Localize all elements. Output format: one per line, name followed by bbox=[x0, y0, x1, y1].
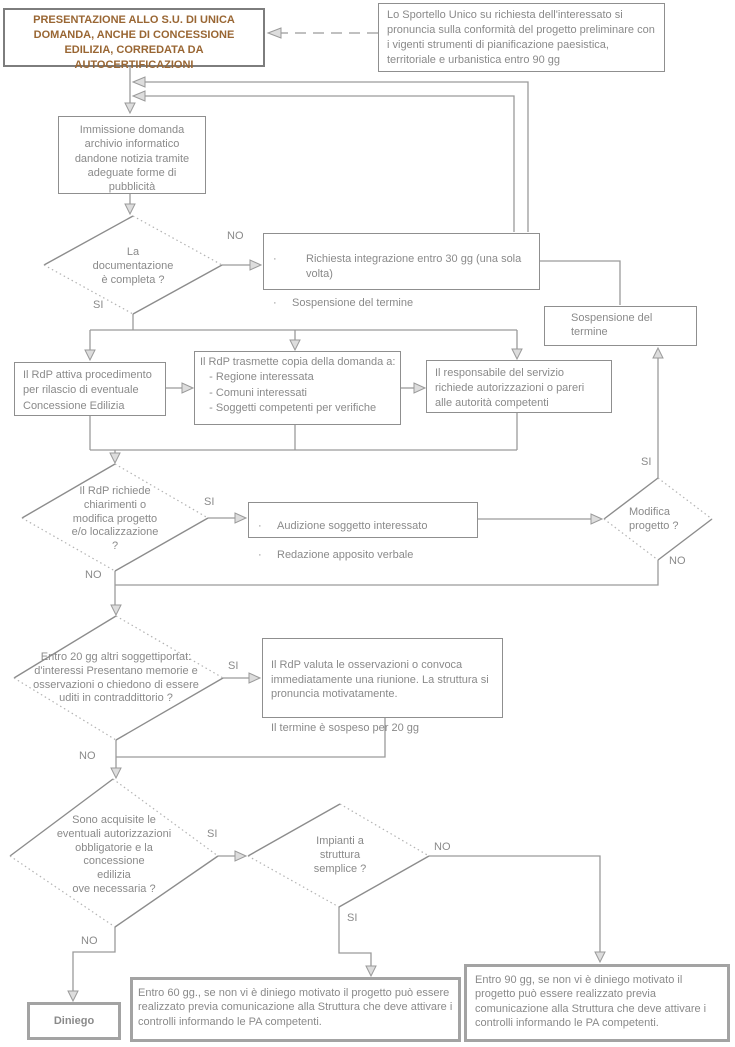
decision-entro-20-gg: Entro 20 gg altri soggettiportat: d'inte… bbox=[33, 651, 199, 705]
label-si-chiarimenti: SI bbox=[204, 496, 215, 508]
bullet-item: · Audizione soggetto interessato bbox=[249, 519, 477, 534]
label-no-modifica: NO bbox=[669, 555, 686, 567]
bullet-icon: · bbox=[258, 520, 262, 533]
arrowheads bbox=[67, 27, 664, 1003]
node-rdp-valuta-osservazioni: Il RdP valuta le osservazioni o convoca … bbox=[262, 638, 503, 734]
label-no-chiarimenti: NO bbox=[85, 569, 102, 581]
label-si-impianti: SI bbox=[347, 912, 358, 924]
node-entro-90-gg: Entro 90 gg, se non vi è diniego motivat… bbox=[464, 964, 730, 1042]
rdp-valuta-note: Il termine è sospeso per 20 gg bbox=[271, 722, 419, 735]
node-diniego: Diniego bbox=[27, 1002, 121, 1040]
rdp-valuta-text: Il RdP valuta le osservazioni o convoca … bbox=[271, 659, 489, 700]
decision-diamonds bbox=[9, 215, 713, 928]
node-presentazione-domanda: PRESENTAZIONE ALLO S.U. DI UNICA DOMANDA… bbox=[3, 8, 265, 71]
node-richiesta-integrazione: · Richiesta integrazione entro 30 gg (un… bbox=[263, 233, 540, 309]
node-audizione-verbale: · Audizione soggetto interessato · Redaz… bbox=[248, 502, 478, 561]
label-si-acquisite: SI bbox=[207, 828, 218, 840]
bullet-text: Audizione soggetto interessato bbox=[277, 520, 428, 533]
decision-rdp-richiede-chiarimenti: Il RdP richiede chiarimenti o modifica p… bbox=[71, 485, 159, 552]
bullet-icon: · bbox=[258, 549, 262, 562]
bullet-text: Richiesta integrazione entro 30 gg (una … bbox=[306, 253, 522, 281]
bullet-item: · Richiesta integrazione entro 30 gg (un… bbox=[264, 252, 539, 282]
decision-documentazione-completa: La documentazione è completa ? bbox=[92, 246, 174, 286]
label-no-entro20: NO bbox=[79, 750, 96, 762]
node-immissione-domanda: Immissione domanda archivio informatico … bbox=[58, 116, 206, 194]
node-sportello-unico: Lo Sportello Unico su richiesta dell'int… bbox=[378, 3, 665, 72]
decision-autorizzazioni-acquisite: Sono acquisite le eventuali autorizzazio… bbox=[56, 814, 172, 895]
node-sospensione-termine: Sospensione del termine bbox=[544, 306, 697, 346]
bullet-item: · Redazione apposito verbale bbox=[249, 548, 477, 563]
connector-lines bbox=[72, 32, 659, 993]
label-si-documentazione: SI bbox=[93, 299, 104, 311]
label-no-impianti: NO bbox=[434, 841, 451, 853]
node-rdp-trasmette-copia: Il RdP trasmette copia della domanda a: … bbox=[194, 351, 401, 425]
node-rdp-attiva-procedimento: Il RdP attiva procedimento per rilascio … bbox=[14, 362, 166, 416]
label-si-entro20: SI bbox=[228, 660, 239, 672]
decision-modifica-progetto: Modifica progetto ? bbox=[629, 506, 679, 532]
label-si-modifica: SI bbox=[641, 456, 652, 468]
decision-impianti-struttura-semplice: Impianti a struttura semplice ? bbox=[313, 835, 367, 875]
bullet-icon: · bbox=[273, 297, 277, 310]
bullet-text: Redazione apposito verbale bbox=[277, 549, 414, 562]
node-responsabile-servizio: Il responsabile del servizio richiede au… bbox=[426, 360, 612, 413]
bullet-item: · Sospensione del termine bbox=[264, 296, 539, 311]
label-no-documentazione: NO bbox=[227, 230, 244, 242]
label-no-acquisite: NO bbox=[81, 935, 98, 947]
bullet-icon: · bbox=[273, 253, 277, 266]
node-entro-60-gg: Entro 60 gg., se non vi è diniego motiva… bbox=[130, 977, 461, 1042]
bullet-text: Sospensione del termine bbox=[292, 297, 414, 310]
